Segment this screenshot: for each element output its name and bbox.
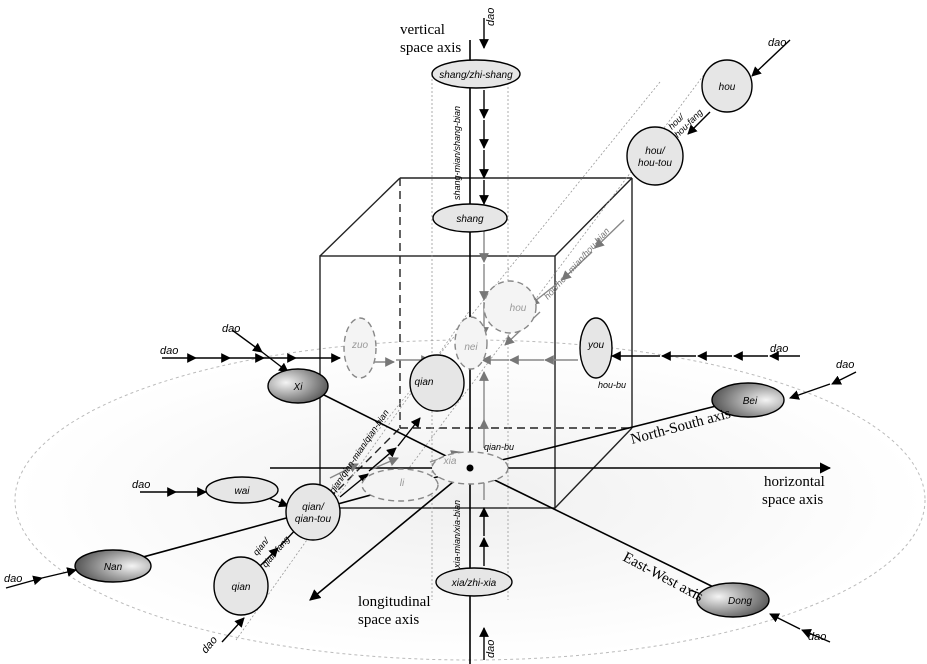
node-nei: [454, 316, 488, 370]
node-xia-zhi-xia: [435, 567, 513, 597]
longitudinal-axis-label-1: longitudinal: [358, 594, 431, 610]
label-hou-inner: hou: [510, 303, 527, 314]
label-wai: wai: [234, 486, 250, 497]
dao-bottom-left: dao: [199, 634, 220, 656]
label-you: you: [587, 340, 605, 351]
node-qian-qian-tou: [285, 483, 341, 541]
path-label-qian-bu: qian-bu: [484, 442, 514, 452]
label-hou-hou-tou-1: hou/: [645, 146, 666, 157]
node-qian-bottom: [213, 556, 269, 616]
label-qian-qian-tou-1: qian/: [302, 502, 325, 513]
longitudinal-axis-label-2: space axis: [358, 612, 419, 628]
dao-bottom-right: dao: [808, 631, 826, 643]
label-qian-qian-tou-2: qian-tou: [295, 514, 332, 525]
horizontal-axis-label-2: space axis: [762, 492, 823, 508]
node-dong: [696, 582, 770, 618]
path-label-hou-mian: hou/hou-mian/hou-bian: [542, 226, 611, 301]
label-nan: Nan: [104, 562, 123, 573]
path-label-hou-bu: hou-bu: [598, 380, 626, 390]
node-hou-top: [701, 59, 753, 113]
dao-left-upper: dao: [160, 345, 178, 357]
horizontal-arrows: [5, 329, 857, 643]
node-shang-zhi-shang: [431, 59, 521, 89]
node-shang: [432, 203, 508, 233]
label-xia: xia: [443, 456, 457, 467]
label-qian-inner: qian: [415, 377, 434, 388]
node-li: [361, 468, 439, 502]
node-qian-inner: [409, 354, 465, 412]
label-hou-top: hou: [719, 82, 736, 93]
dao-top-right: dao: [768, 37, 786, 49]
path-label-shang-mian: shang-mian/shang-bian: [452, 106, 462, 200]
label-hou-hou-tou-2: hou-tou: [638, 158, 672, 169]
dao-bottom: dao: [485, 640, 497, 658]
dao-right-mid: dao: [770, 343, 788, 355]
vertical-axis-label-1: vertical: [400, 22, 445, 38]
label-shang: shang: [456, 214, 484, 225]
label-nei: nei: [464, 342, 478, 353]
node-you: [579, 317, 613, 379]
dao-left-upper2: dao: [222, 323, 240, 335]
longitudinal-axis-line: [309, 467, 471, 601]
dao-top: dao: [485, 8, 497, 26]
node-nan: [74, 549, 152, 583]
node-zuo: [343, 317, 377, 379]
path-label-xia-mian: xia-mian/xia-bian: [452, 500, 462, 569]
node-hou-hou-tou: [626, 126, 684, 186]
label-qian-bottom: qian: [232, 582, 251, 593]
node-wai: [205, 476, 279, 504]
east-west-axis-line: [297, 381, 471, 469]
vertical-axis-label-2: space axis: [400, 40, 461, 56]
dao-left-low: dao: [4, 573, 22, 585]
label-bei: Bei: [743, 396, 758, 407]
label-dong: Dong: [728, 596, 752, 607]
label-xia-zhi-xia: xia/zhi-xia: [451, 578, 497, 589]
label-xi: Xi: [293, 382, 304, 393]
node-xi: [267, 368, 329, 404]
node-hou-inner: [483, 280, 537, 334]
label-zuo: zuo: [351, 340, 369, 351]
dao-right-far: dao: [836, 359, 854, 371]
horizontal-axis-label-1: horizontal: [764, 474, 825, 490]
dao-left-mid: dao: [132, 479, 150, 491]
node-bei: [711, 382, 785, 418]
label-li: li: [400, 478, 405, 489]
origin-point: [466, 464, 474, 472]
label-shang-zhi-shang: shang/zhi-shang: [439, 70, 513, 81]
